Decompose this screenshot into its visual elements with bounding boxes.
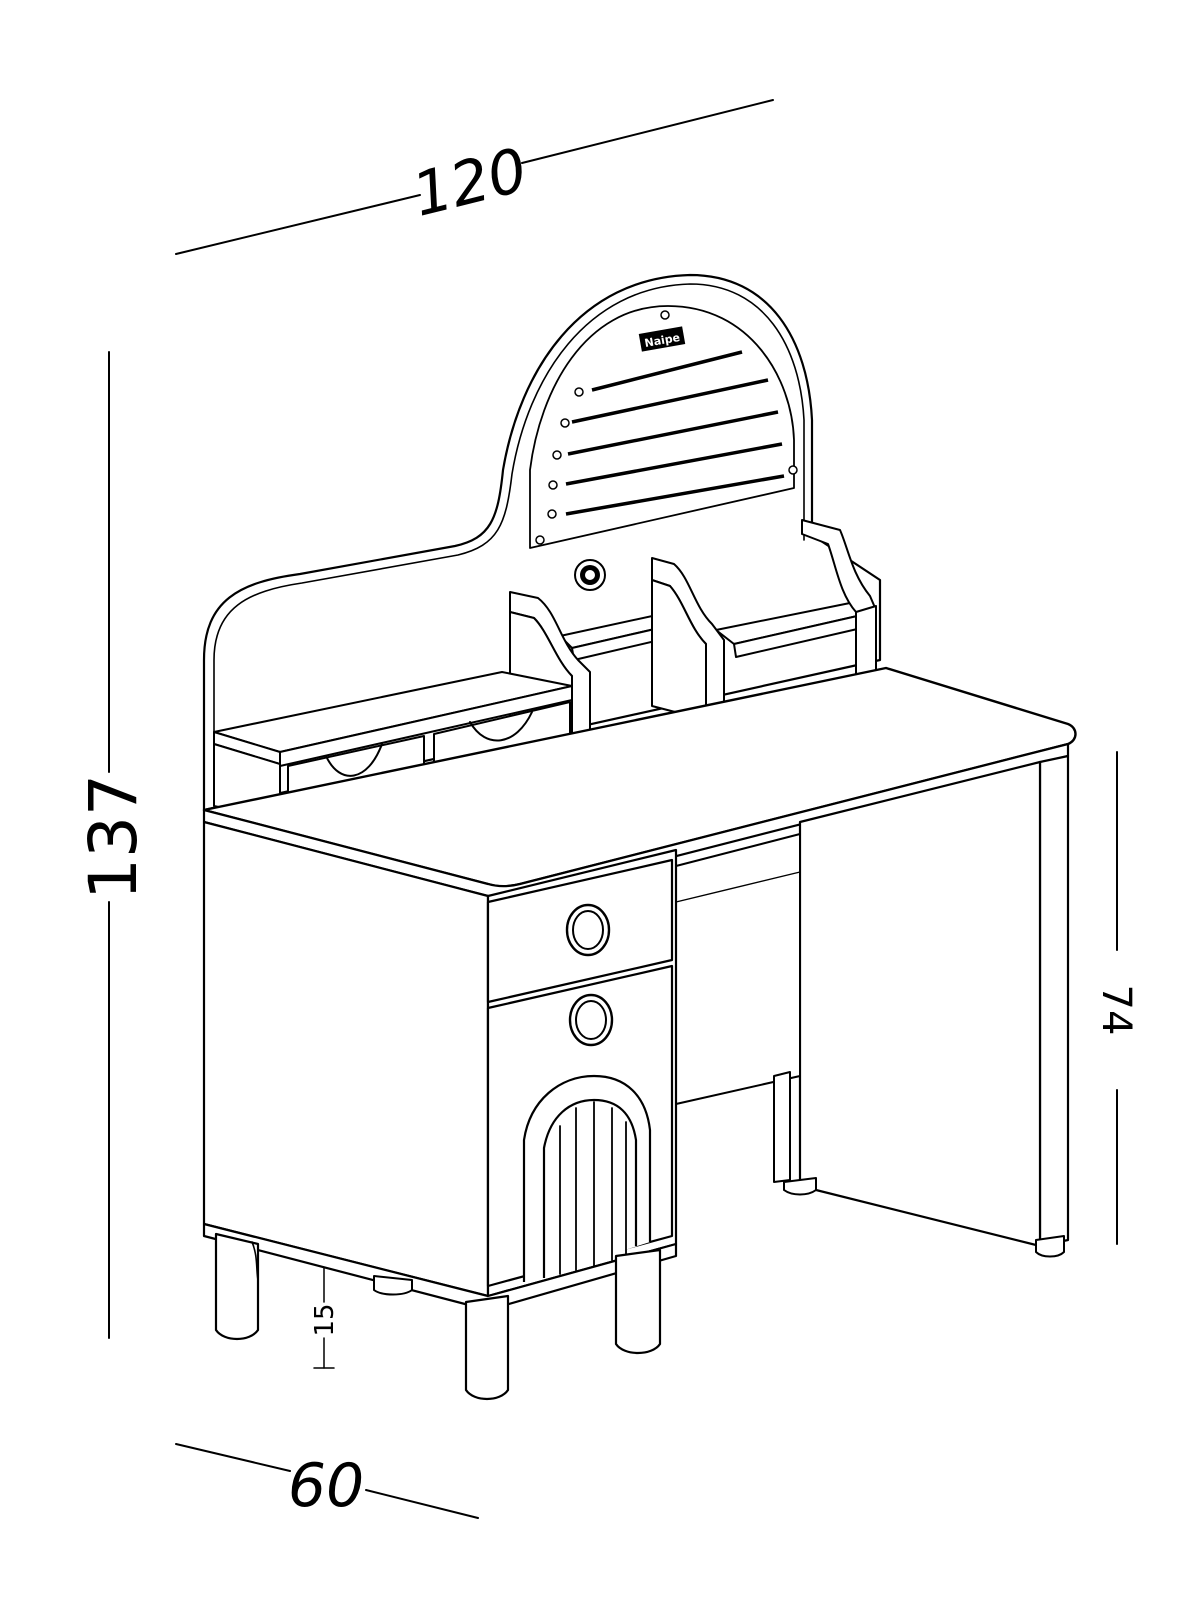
height-label: 137 [75,774,152,900]
arch-inner [542,1098,638,1278]
cabinet-plinth [202,1222,678,1312]
width-label: 120 [406,135,534,231]
board-stripes [565,350,785,516]
dimension-line [521,99,774,164]
modesty-panel-line [675,871,801,903]
leg-height-label: 15 [310,1303,340,1336]
left-shelf-edge [279,685,573,767]
modesty-panel-face [675,833,801,1105]
board-stripe [571,378,769,424]
board-holes [535,387,798,545]
cabinet-side [202,820,490,1298]
leg-edge [251,1241,259,1281]
screw-hole-icon [535,535,545,545]
dimension-leg-height: 15 [310,1267,340,1369]
logo-mark [638,326,686,352]
cabinet-legs [214,1232,662,1401]
leg [464,1294,510,1401]
modesty-panel [675,833,801,1183]
middle-divider-face [651,579,707,721]
desk-height-label: 74 [1093,985,1139,1036]
right-leg-side [798,760,1042,1248]
screw-hole-icon [660,310,670,320]
socket-icon [574,559,606,591]
leg [614,1248,662,1355]
arch-grooves [559,1101,627,1275]
logo-text: Naipe [644,331,681,350]
dimension-line [175,194,421,255]
screw-hole-icon [788,465,798,475]
leg-foot [373,1275,413,1296]
dimension-line [365,1489,479,1519]
board-stripe [565,442,783,486]
leg-foot [1035,1235,1065,1258]
knob-icon[interactable] [568,993,614,1047]
dimension-desk-height: 74 [1093,751,1139,1245]
board-stripe [567,410,779,456]
pedestal-cabinet [202,820,678,1312]
right-leg-front [1038,754,1070,1248]
screw-hole-icon [560,418,570,428]
knob-icon[interactable] [565,903,611,957]
screw-hole-icon [574,387,584,397]
back-panel-inner-edge [213,283,805,806]
right-leg-panel [783,754,1070,1258]
screw-hole-icon [547,509,557,519]
screw-hole-icon [552,450,562,460]
right-side-panel-edge [855,605,877,677]
leg [214,1232,260,1341]
leg-foot [783,1177,817,1196]
board-stripe [591,350,743,392]
dimension-line [175,1443,291,1472]
logo-board: Naipe [529,305,798,549]
board-stripe [565,474,785,516]
depth-label: 60 [288,1451,364,1521]
drawer-handle-cutout-icon [325,743,383,777]
back-leg [773,1071,791,1183]
dimension-width: 120 [175,99,774,255]
dimension-depth: 60 [175,1443,479,1521]
drawer-handle-cutout-icon [469,711,533,742]
screw-hole-icon [548,480,558,490]
dimension-height: 137 [75,351,152,1339]
